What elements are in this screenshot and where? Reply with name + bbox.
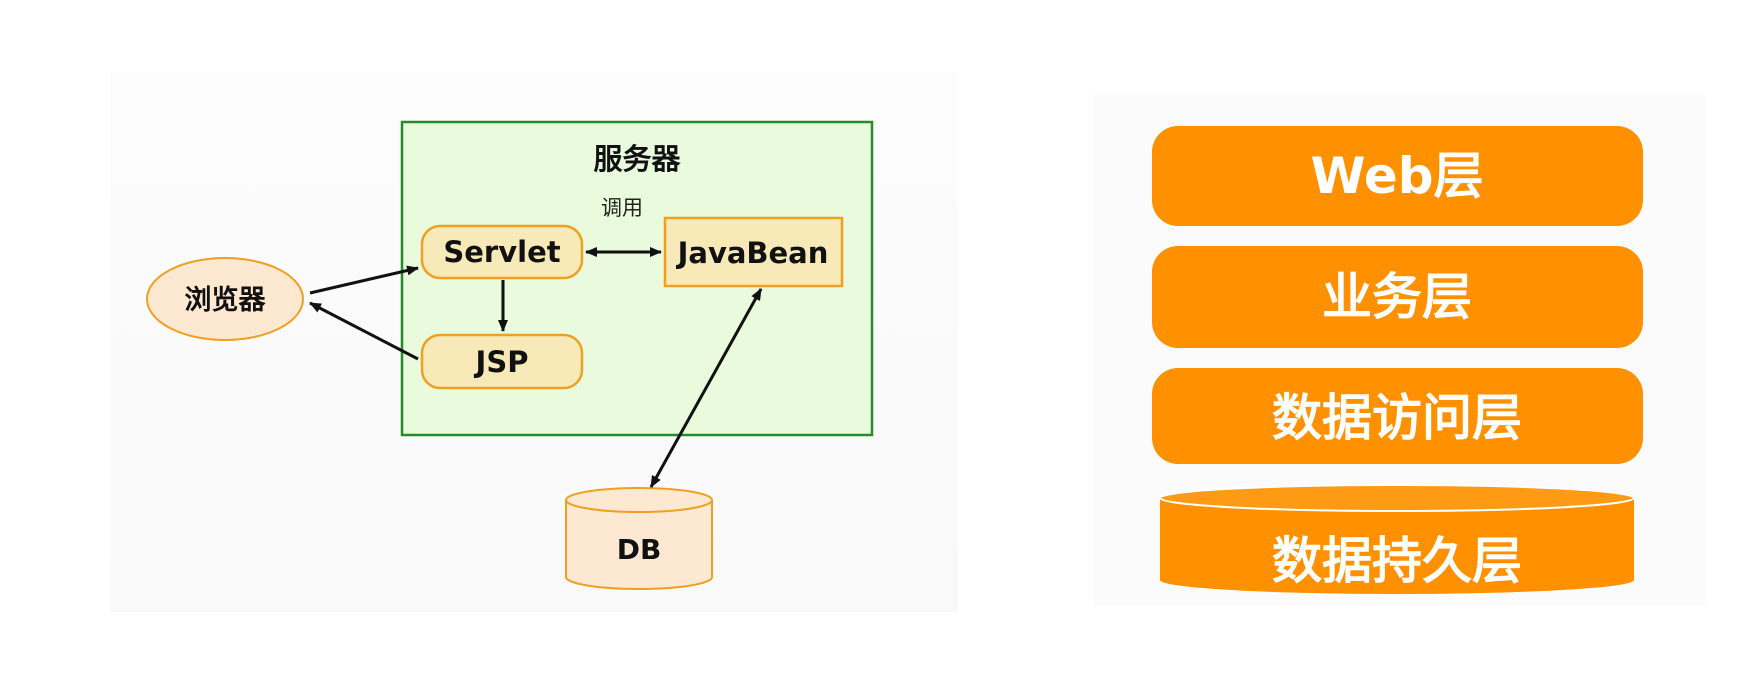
arrow-jsp-to-browser — [309, 301, 419, 361]
browser-label: 浏览器 — [185, 284, 267, 316]
jsp-node — [420, 333, 584, 390]
browser-node — [146, 257, 304, 341]
call-label: 调用 — [601, 196, 643, 220]
persistence-layer-label: 数据持久层 — [1272, 532, 1522, 590]
business-layer — [1152, 246, 1643, 348]
db-node — [565, 487, 713, 590]
servlet-node — [420, 224, 584, 280]
arrow-browser-to-servlet — [309, 265, 419, 295]
data-access-layer-label: 数据访问层 — [1272, 389, 1522, 447]
web-layer — [1152, 126, 1643, 226]
javabean-label: JavaBean — [676, 236, 829, 270]
persistence-layer — [1159, 484, 1635, 594]
arrow-javabean-db — [649, 288, 763, 488]
server-title: 服务器 — [593, 142, 681, 176]
web-layer-label: Web层 — [1310, 147, 1483, 205]
data-access-layer — [1152, 368, 1643, 464]
servlet-label: Servlet — [443, 235, 560, 269]
jsp-label: JSP — [474, 345, 529, 379]
db-label: DB — [617, 533, 662, 566]
business-layer-label: 业务层 — [1322, 268, 1472, 326]
javabean-node — [663, 216, 844, 288]
